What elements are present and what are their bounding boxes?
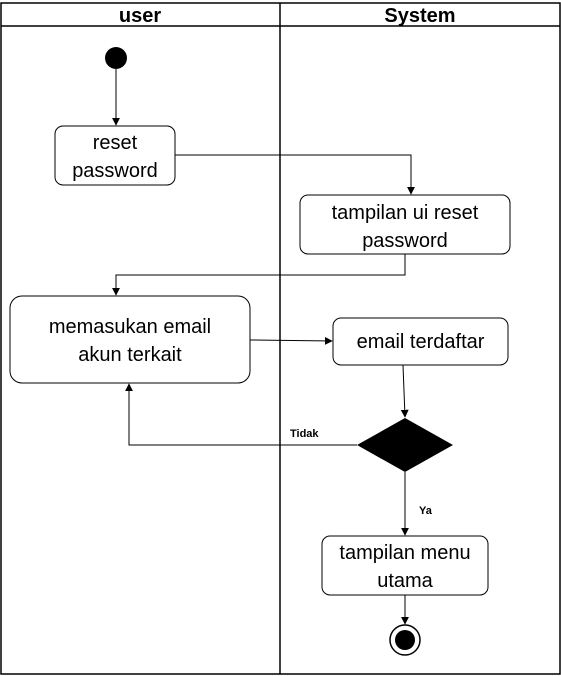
action-label: memasukan email <box>49 316 211 338</box>
edge-reset-to-ui <box>175 154 415 195</box>
edge-email-input-to-terdaftar <box>249 336 333 345</box>
action-label: tampilan ui reset <box>332 202 479 224</box>
action-label: password <box>362 230 448 252</box>
edge-label-tidak: Tidak <box>290 428 319 440</box>
lane-title-user: user <box>119 5 161 27</box>
start-node <box>105 47 127 69</box>
edge-terdaftar-to-decision <box>400 364 409 418</box>
action-memasukan-email[interactable]: memasukan email akun terkait <box>9 295 251 384</box>
edge-label-ya: Ya <box>419 505 433 517</box>
edge-decision-tidak <box>125 383 357 446</box>
end-node <box>389 624 421 656</box>
action-label: tampilan menu <box>339 542 470 564</box>
decision-node <box>357 418 453 472</box>
action-label: utama <box>377 570 433 592</box>
action-tampilan-ui-reset-password[interactable]: tampilan ui reset password <box>299 194 511 255</box>
action-reset-password[interactable]: reset password <box>54 125 176 186</box>
lane-title-system: System <box>384 5 455 27</box>
action-label: akun terkait <box>78 344 182 366</box>
edge-ui-to-email-input <box>112 254 406 296</box>
action-email-terdaftar[interactable]: email terdaftar <box>332 317 509 366</box>
action-tampilan-menu-utama[interactable]: tampilan menu utama <box>321 535 489 596</box>
action-label: password <box>72 160 158 182</box>
action-label: email terdaftar <box>357 331 485 353</box>
action-label: reset <box>93 132 138 154</box>
